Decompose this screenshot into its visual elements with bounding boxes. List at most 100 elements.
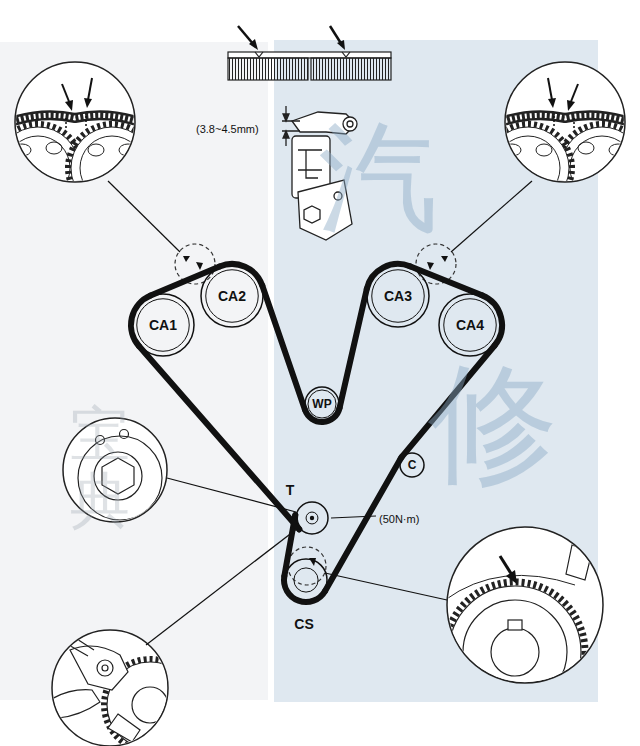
drawing-stroke <box>0 115 150 126</box>
pulley-rim <box>132 294 194 356</box>
drawing-stroke <box>508 620 522 630</box>
pulley-label: WP <box>312 398 331 410</box>
drawing-stroke <box>97 660 113 676</box>
drawing-stroke <box>337 40 345 50</box>
drawing-stroke <box>50 690 100 718</box>
drawing-stroke <box>445 582 585 722</box>
spec-label: (50N·m) <box>379 513 419 525</box>
pulley-label: CA2 <box>218 289 246 303</box>
pulley-hub <box>206 270 258 322</box>
pulley-label: C <box>408 459 417 471</box>
drawing-stroke <box>451 181 532 252</box>
label-holder: 宝 <box>70 404 130 464</box>
drawing-stroke <box>491 628 539 676</box>
drawing-stroke <box>506 570 517 584</box>
pulley-label: CA4 <box>456 318 484 332</box>
belt-wrap <box>220 264 263 286</box>
drawing-stroke <box>46 142 62 154</box>
drawing-stroke <box>463 600 567 704</box>
drawing-stroke <box>304 206 320 223</box>
timing-belt <box>139 346 299 529</box>
drawing-stroke <box>0 115 150 126</box>
pulley: CA1 <box>131 293 195 357</box>
drawing-stroke <box>311 58 391 80</box>
drawing-stroke <box>88 78 92 100</box>
drawing-stroke <box>427 262 434 270</box>
pulley: CA2 <box>200 264 264 328</box>
pulley-rim <box>400 453 424 477</box>
belt-strip <box>228 26 391 80</box>
drawing-stroke <box>445 575 575 600</box>
drawing-stroke <box>500 556 512 575</box>
pulley-label: CS <box>294 617 313 631</box>
timing-belt <box>340 289 367 408</box>
drawing-stroke <box>66 116 86 128</box>
pulley-rim <box>439 294 501 356</box>
timing-belt <box>262 286 305 410</box>
pulley-hub <box>444 299 496 351</box>
drawing-stroke <box>249 39 258 50</box>
drawing-stroke <box>449 586 581 718</box>
drawing-stroke <box>441 256 448 262</box>
drawing-stroke <box>283 131 289 138</box>
tensioner-adjust-detail <box>50 630 196 746</box>
pulley-hub <box>372 270 424 322</box>
drawing-stroke <box>282 121 300 131</box>
drawing-stroke <box>255 52 350 57</box>
pulley-hub <box>294 568 318 592</box>
drawing-stroke <box>71 127 153 209</box>
pulley: CA3 <box>366 264 430 328</box>
pulley-rim <box>367 265 429 327</box>
pulley-outline <box>284 558 328 602</box>
pulley: CA4 <box>438 293 502 357</box>
drawing-stroke <box>196 262 203 270</box>
pulley-outline <box>295 501 329 535</box>
drawing-stroke <box>52 630 168 746</box>
timing-mark-detail <box>484 62 640 212</box>
belt-wrap <box>284 576 325 602</box>
drawing-stroke <box>68 124 156 212</box>
pulley-rim <box>201 265 263 327</box>
pulley-rim <box>305 387 339 421</box>
pulley: T <box>295 501 329 535</box>
pulley-hub <box>137 299 189 351</box>
label-holder: (3.8~4.5mm) <box>196 119 259 137</box>
timing-belt <box>151 267 220 296</box>
drawing-stroke <box>325 573 447 600</box>
label-holder: (50N·m) <box>379 509 419 527</box>
pulley: CS <box>284 558 328 602</box>
watermark: 汽 <box>318 118 438 238</box>
drawing-stroke <box>102 665 108 671</box>
drawing-stroke <box>108 181 180 252</box>
pulley-rim <box>285 559 327 601</box>
drawing-stroke <box>50 632 196 746</box>
pulley-label: T <box>286 483 295 497</box>
drawing-stroke <box>445 545 592 722</box>
pulley: C <box>399 452 425 478</box>
pulley-hub <box>308 390 336 418</box>
drawing-stroke <box>60 632 94 656</box>
drawing-stroke <box>6 136 70 200</box>
crank-mark-detail <box>445 527 603 722</box>
spec-label: (3.8~4.5mm) <box>196 123 259 135</box>
drawing-stroke <box>228 52 391 58</box>
drawing-stroke <box>228 58 308 80</box>
pulley-hub <box>306 512 318 524</box>
drawing-stroke <box>0 78 156 212</box>
mark-arrow <box>183 256 448 566</box>
mark-circle <box>175 244 456 585</box>
drawing-stroke <box>283 114 289 121</box>
label-holder: 典 <box>70 470 130 530</box>
label-holder: 修 <box>428 358 558 488</box>
drawing-stroke <box>119 144 137 156</box>
drawing-stroke <box>108 714 140 742</box>
pulley-rim <box>296 502 328 534</box>
drawing-stroke <box>285 106 286 146</box>
drawing-stroke <box>65 100 73 111</box>
drawing-stroke <box>146 528 298 645</box>
drawing-stroke <box>84 98 92 108</box>
timing-mark-detail <box>0 62 156 212</box>
drawing-stroke <box>62 84 70 104</box>
pulley-label: CA1 <box>149 318 177 332</box>
